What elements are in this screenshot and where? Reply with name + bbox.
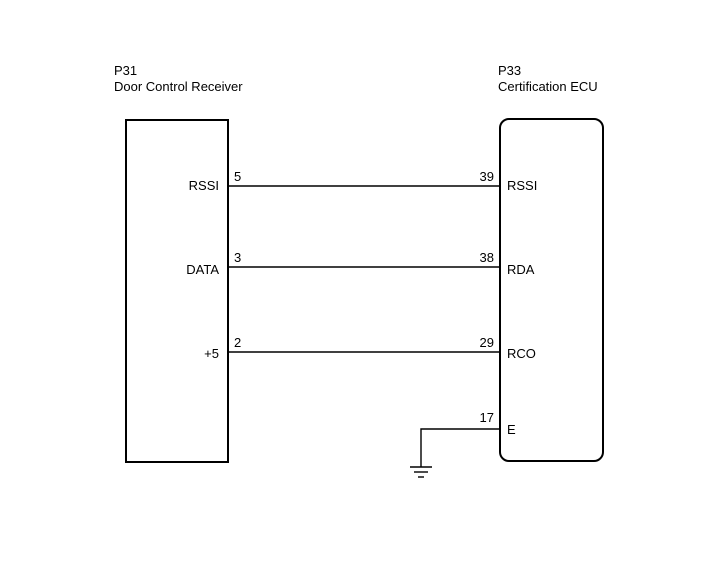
right-component-name: Certification ECU [498,79,598,94]
left-component-name: Door Control Receiver [114,79,243,94]
ground-icon [410,466,432,478]
left-pin-name-data: DATA [186,262,219,277]
right-pin-name-rda: RDA [507,262,535,277]
left-component-code: P31 [114,63,137,78]
left-pin-number-3: 3 [234,250,241,265]
certification-ecu-box [499,118,604,462]
right-pin-name-e: E [507,422,516,437]
right-pin-name-rssi: RSSI [507,178,537,193]
right-pin-number-29: 29 [480,335,494,350]
left-pin-number-2: 2 [234,335,241,350]
right-pin-number-39: 39 [480,169,494,184]
left-pin-number-5: 5 [234,169,241,184]
right-pin-name-rco: RCO [507,346,536,361]
wire-ground [420,428,500,467]
left-pin-name-rssi: RSSI [189,178,219,193]
door-control-receiver-box [125,119,229,463]
left-pin-name-plus5: +5 [204,346,219,361]
right-component-code: P33 [498,63,521,78]
right-pin-number-38: 38 [480,250,494,265]
right-pin-number-17: 17 [480,410,494,425]
